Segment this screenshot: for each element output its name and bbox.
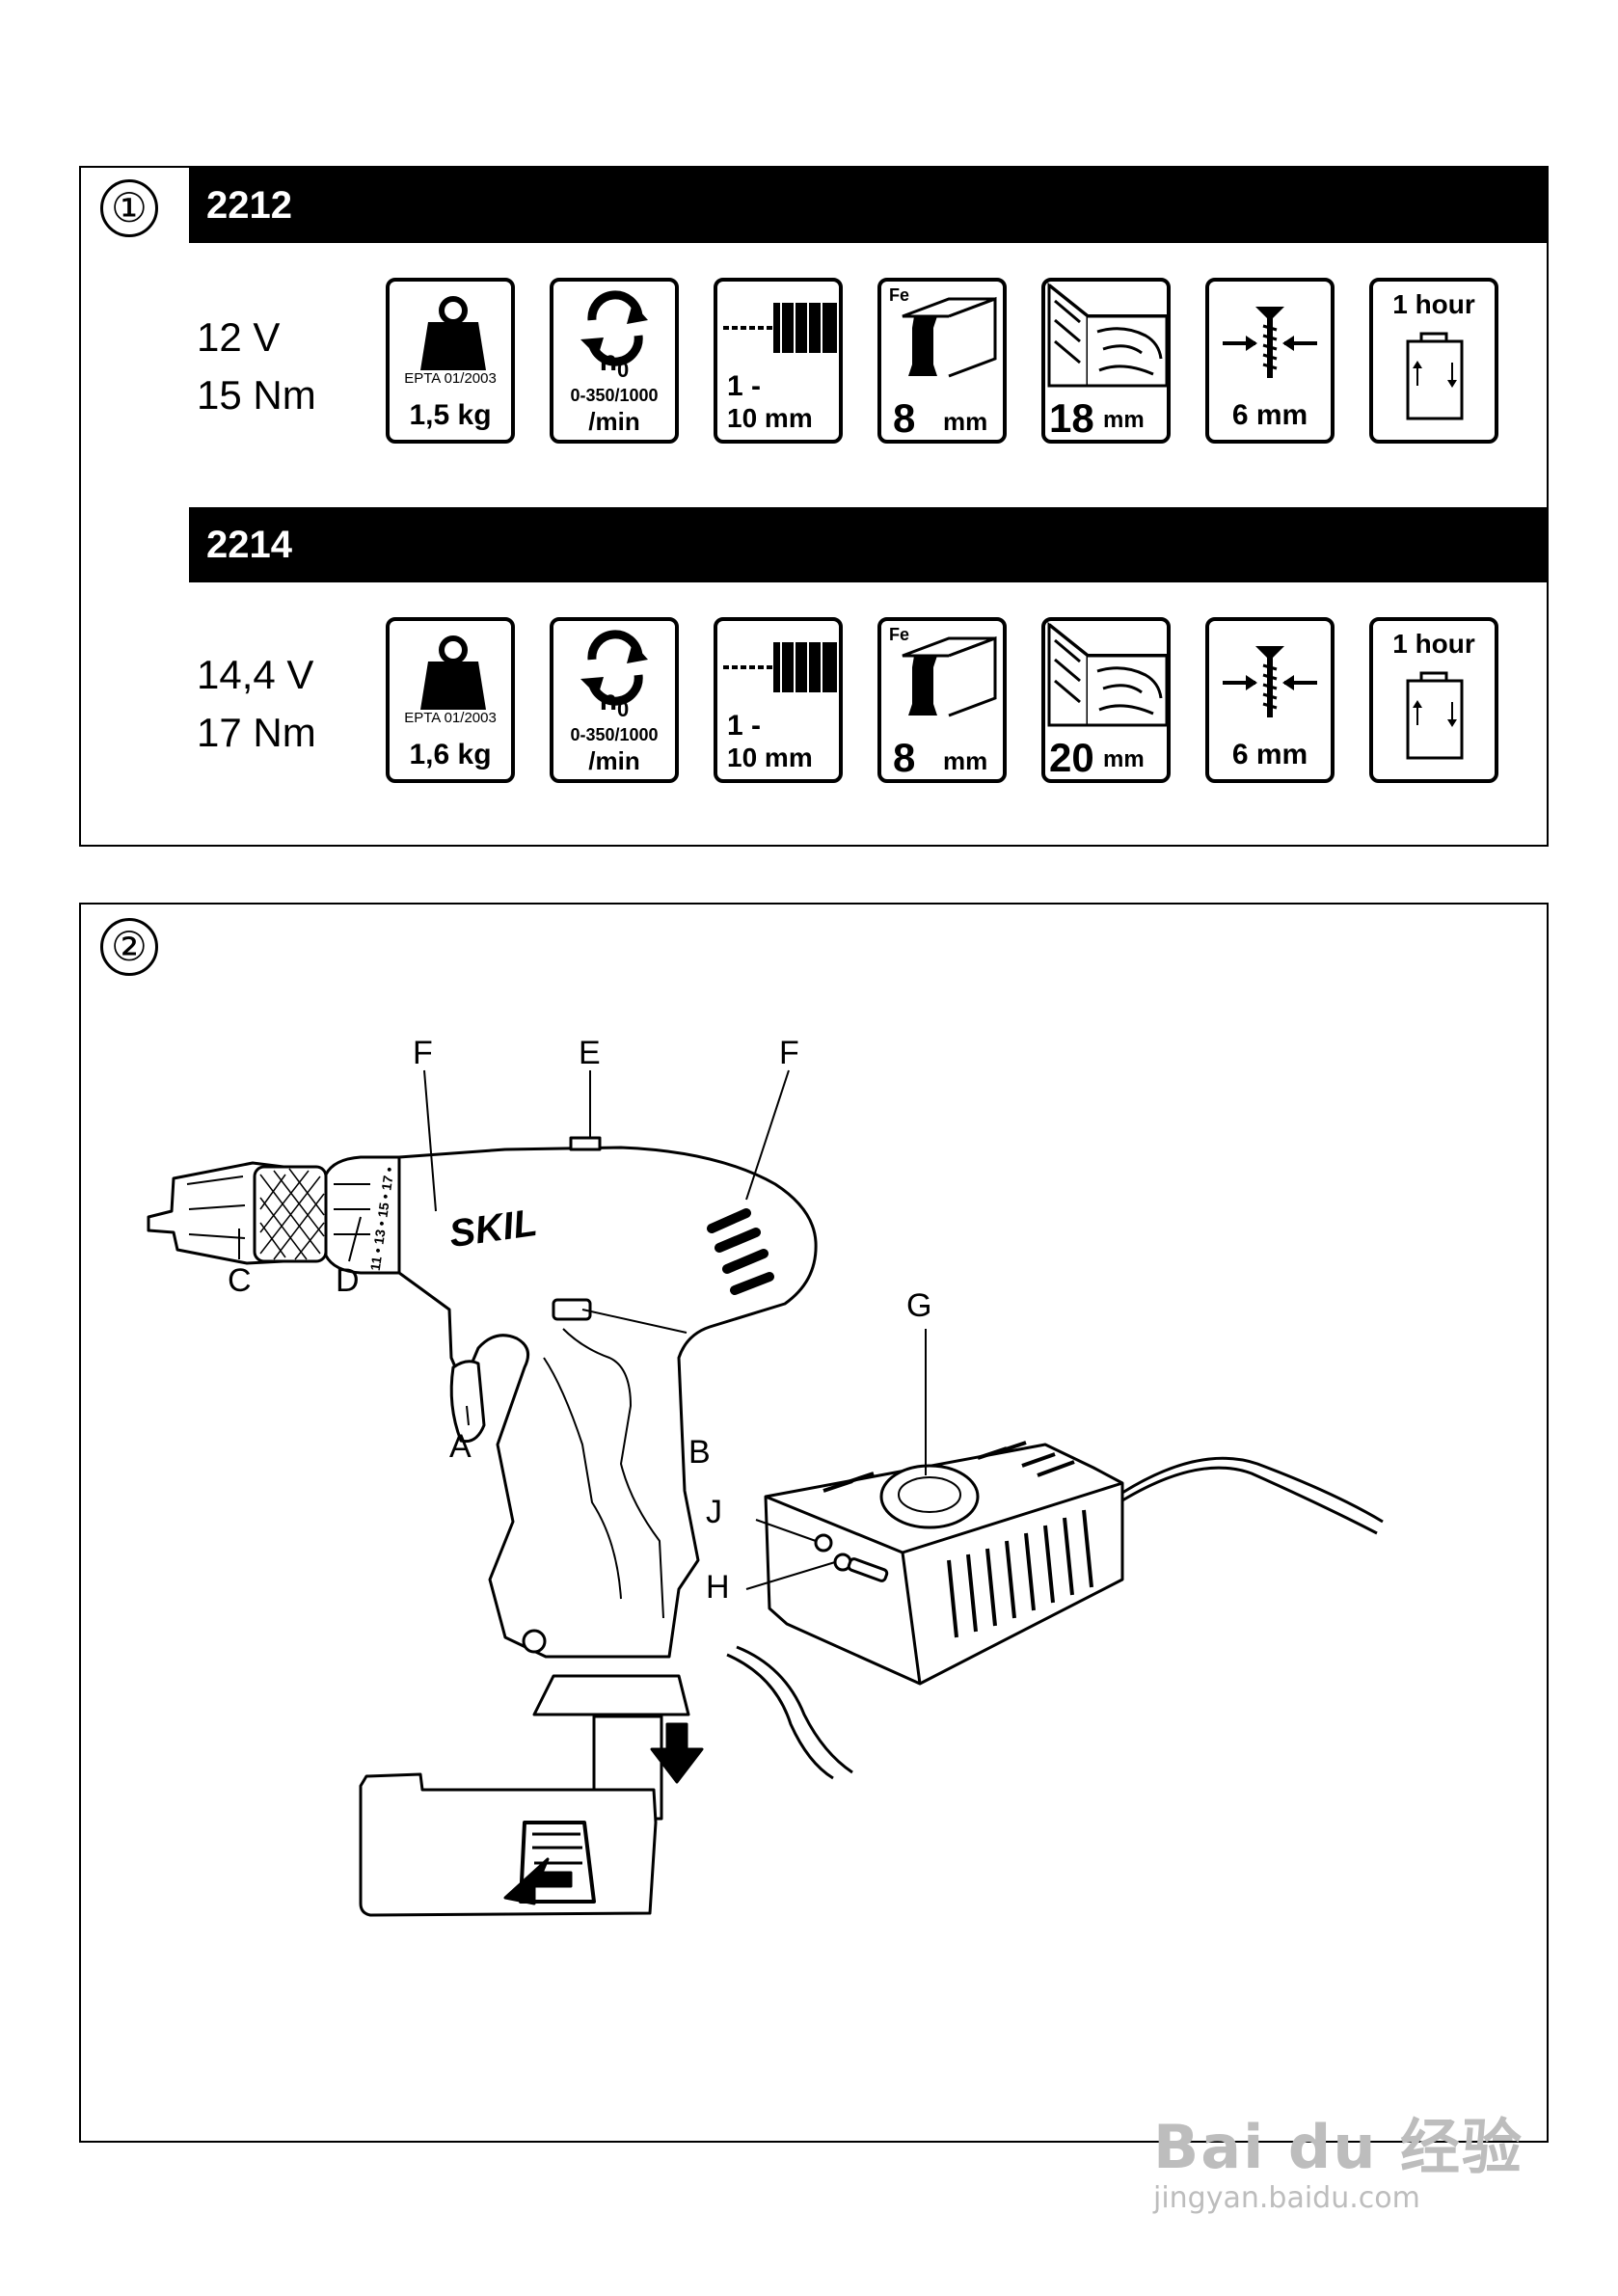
voltage-label: 12 V [197,314,281,360]
callout-g: G [906,1287,932,1324]
charger-body [764,1443,1124,1686]
model-header: 2212 [189,168,1549,243]
gear-switch [569,1136,602,1151]
trigger [449,1360,486,1444]
panel-number: ② [100,918,158,976]
drill-and-charger-illustration [147,1069,1384,1917]
watermark-url: jingyan.baidu.com [1153,2181,1420,2215]
callout-c: C [228,1262,252,1299]
torque-label: 15 Nm [197,372,316,418]
chuck-capacity-icon: 1 - 10 mm [714,617,843,783]
callout-j: J [706,1494,722,1530]
down-arrow [650,1722,704,1784]
callout-a: A [449,1428,472,1465]
callout-f: F [413,1035,433,1071]
direction-switch [552,1298,592,1321]
chuck-capacity-icon: 1 - 10 mm [714,278,843,444]
hang-hole [522,1629,547,1654]
screw-diameter-icon: 6 mm [1205,617,1335,783]
callout-h: H [706,1569,730,1606]
callout-b: B [688,1434,711,1471]
drill-body [397,1146,818,1659]
charging-time-icon: 1 hour [1369,617,1498,783]
spec-panel: ① 2212 12 V 15 Nm EPTA 01/2003 1,5 kg n0… [79,166,1549,847]
led-j [814,1533,833,1553]
steel-capacity-icon: Fe 8 mm [877,278,1007,444]
wood-capacity-icon: 20 mm [1041,617,1171,783]
speed-icon: n0 0-350/1000 /min [550,278,679,444]
push-arrow [503,1857,573,1905]
panel-number: ① [100,179,158,237]
screw-diameter-icon: 6 mm [1205,278,1335,444]
voltage-label: 14,4 V [197,652,314,697]
speed-icon: n0 0-350/1000 /min [550,617,679,783]
callout-f: F [779,1035,799,1071]
illustration-panel: ② [79,903,1549,2143]
callout-e: E [579,1035,601,1071]
callout-d: D [336,1262,360,1299]
weight-icon: EPTA 01/2003 1,6 kg [386,617,515,783]
weight-icon: EPTA 01/2003 1,5 kg [386,278,515,444]
torque-label: 17 Nm [197,710,316,755]
charging-time-icon: 1 hour [1369,278,1498,444]
model-header: 2214 [189,507,1549,582]
charger-socket [879,1464,980,1529]
watermark-brand: Bai du 经验 [1153,2112,1524,2182]
wood-capacity-icon: 18 mm [1041,278,1171,444]
steel-capacity-icon: Fe 8 mm [877,617,1007,783]
